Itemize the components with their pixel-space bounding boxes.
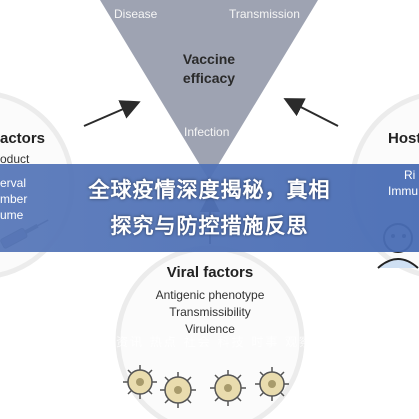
bottom-circle-item: Virulence bbox=[185, 322, 235, 336]
virus-icon bbox=[255, 367, 289, 401]
headline-line2: 探究与防控措施反思 bbox=[110, 214, 309, 238]
triangle-corner-left-label: Disease bbox=[114, 7, 158, 21]
watermark-text: ttlet.com 新闻资讯 热点 社会 科技 时事 观察 bbox=[10, 335, 314, 349]
bottom-circle-item: Transmissibility bbox=[169, 305, 251, 319]
right-circle-item: Immu bbox=[388, 184, 418, 198]
triangle-title: Vaccine efficacy bbox=[169, 50, 249, 88]
headline-banner: 全球疫情深度揭秘，真相 探究与防控措施反思 bbox=[0, 164, 419, 252]
right-circle-item: Ri bbox=[404, 168, 416, 182]
left-circle-item: oduct bbox=[0, 152, 30, 166]
right-circle-title: Host bbox=[388, 130, 419, 147]
bottom-circle-item: Antigenic phenotype bbox=[155, 288, 265, 302]
triangle-title-line2: efficacy bbox=[182, 70, 236, 86]
virus-icon bbox=[210, 370, 246, 406]
triangle-bottom-label: Infection bbox=[184, 125, 230, 139]
headline-line1: 全球疫情深度揭秘，真相 bbox=[88, 178, 331, 202]
left-circle-item: mber bbox=[0, 192, 28, 206]
bottom-circle-title: Viral factors bbox=[166, 264, 254, 281]
virus-icon bbox=[160, 372, 196, 408]
left-circle-item: erval bbox=[0, 176, 27, 190]
virus-icon bbox=[123, 365, 157, 399]
triangle-title-line1: Vaccine bbox=[182, 51, 236, 67]
arrow-left-to-triangle bbox=[83, 100, 141, 127]
left-circle-item: ume bbox=[0, 208, 24, 222]
vaccine-efficacy-triangle bbox=[100, 0, 318, 180]
arrow-right-to-triangle bbox=[283, 98, 339, 127]
triangle-corner-right-label: Transmission bbox=[229, 7, 300, 21]
left-circle-title: actors bbox=[0, 130, 46, 147]
